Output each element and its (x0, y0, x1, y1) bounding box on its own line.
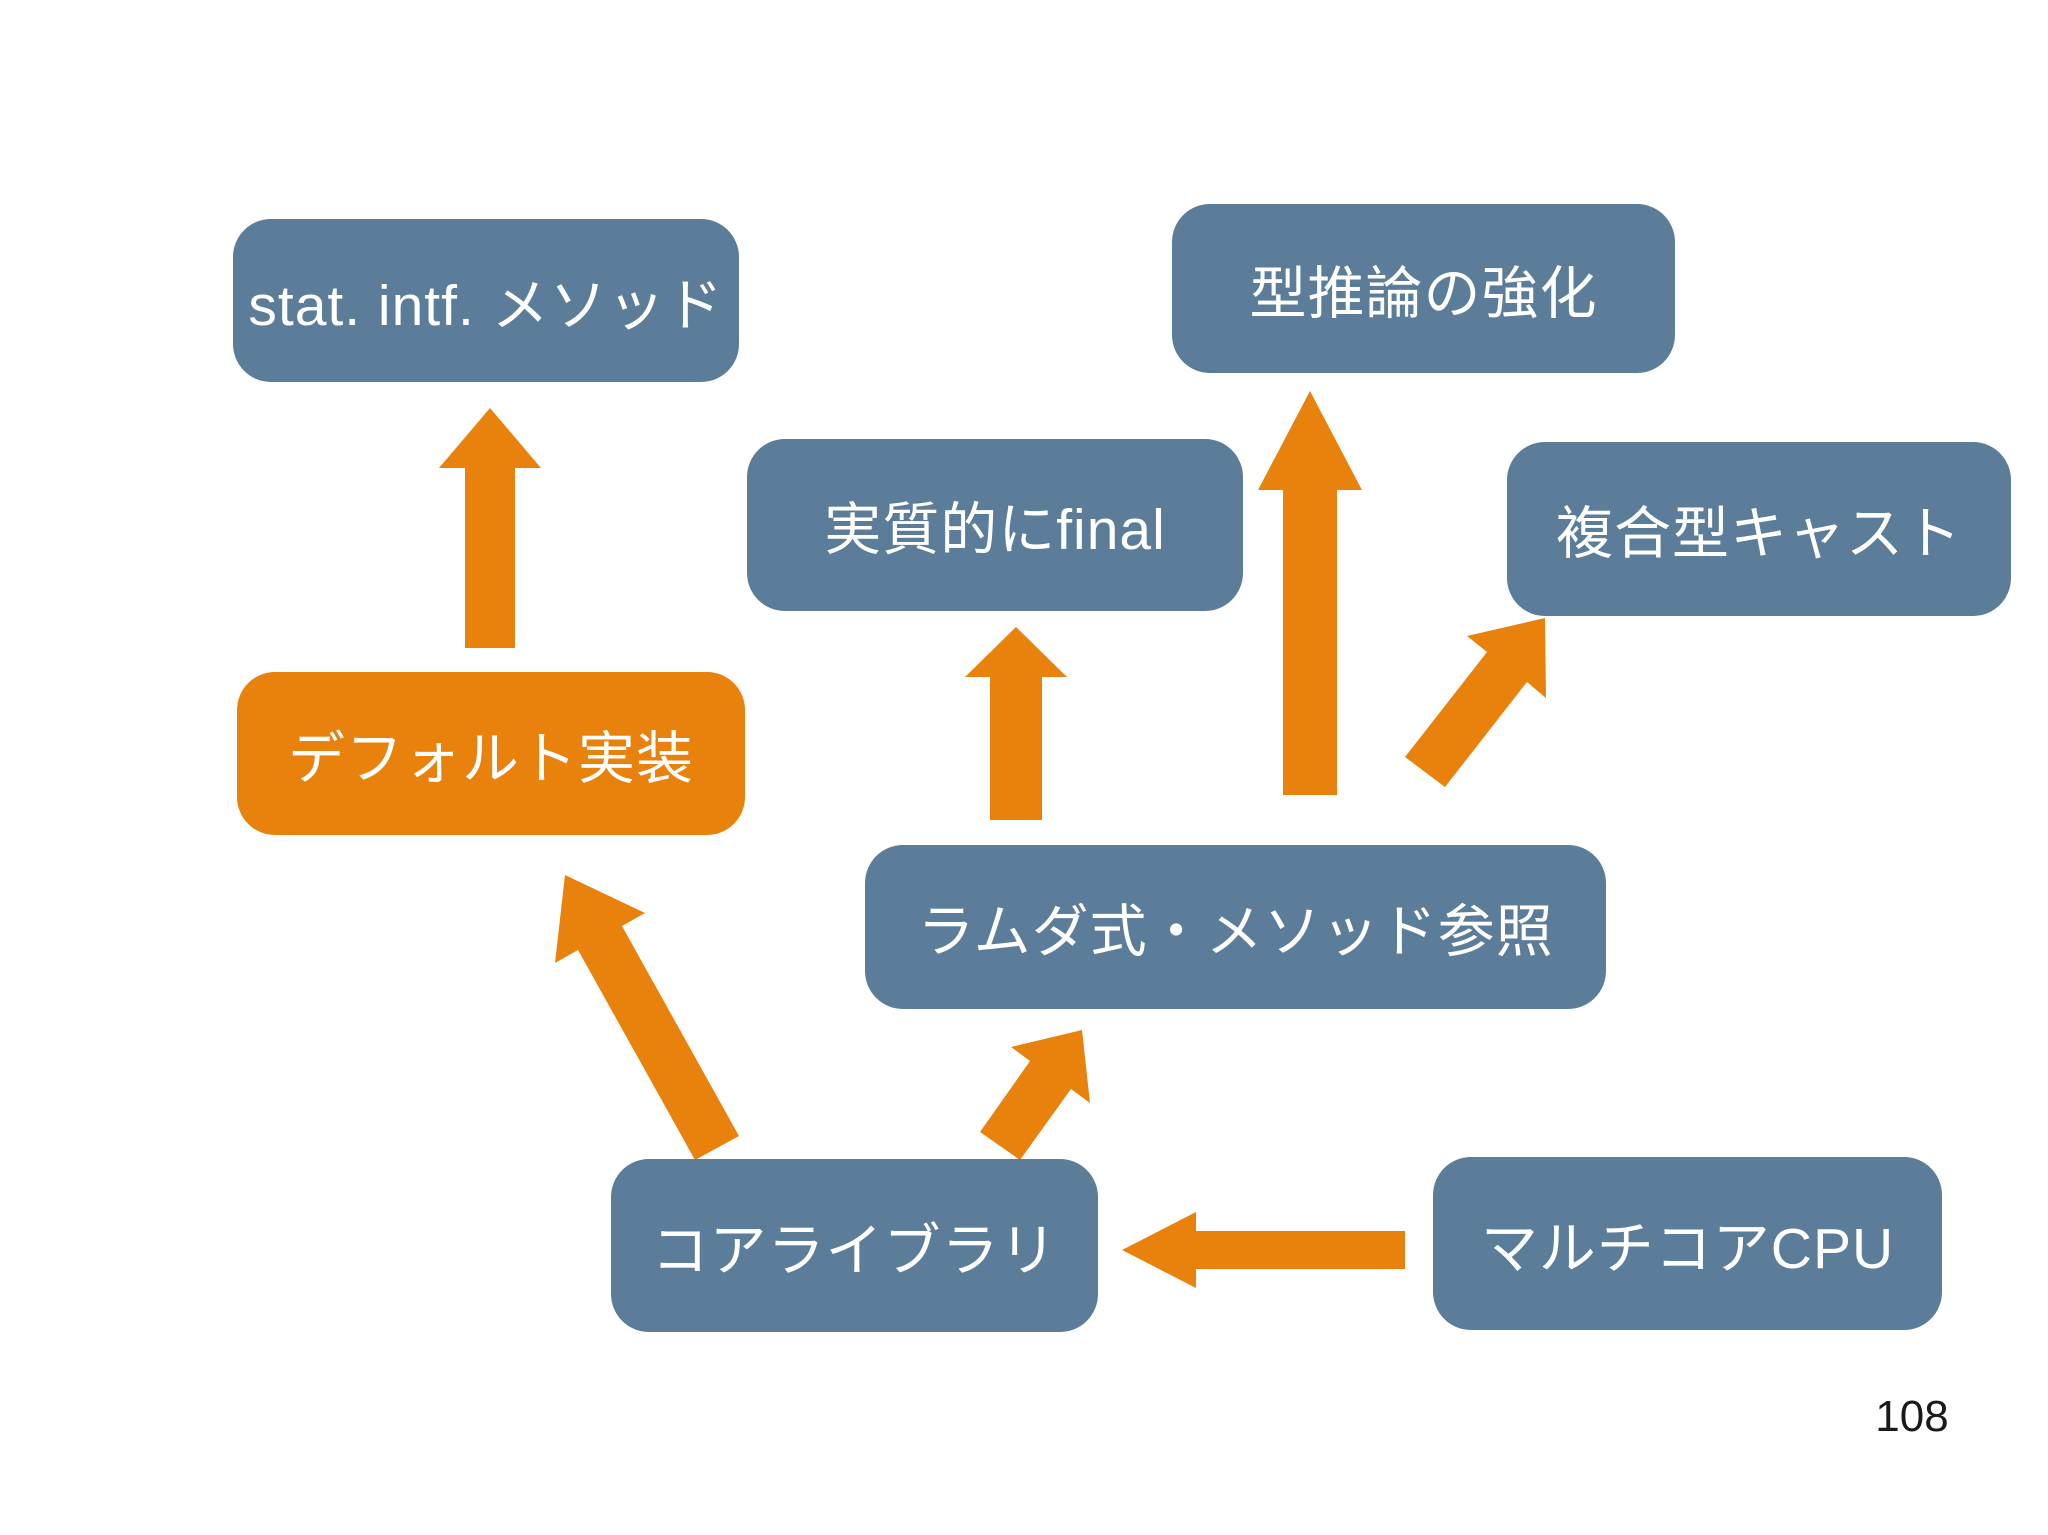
node-static-interface-methods: stat. intf. メソッド (233, 219, 739, 382)
arrow-default-implementation-to-static-interface-methods (439, 408, 541, 648)
arrow-lambda-to-effectively-final (965, 627, 1067, 820)
node-compound-type-cast: 複合型キャスト (1507, 442, 2011, 616)
node-lambda-method-reference: ラムダ式・メソッド参照 (865, 845, 1606, 1009)
node-default-implementation: デフォルト実装 (237, 672, 745, 835)
node-core-library: コアライブラリ (611, 1159, 1098, 1332)
arrow-lambda-to-type-inference (1258, 391, 1362, 795)
arrow-multicore-cpu-to-core-library (1122, 1212, 1405, 1288)
node-type-inference: 型推論の強化 (1172, 204, 1675, 373)
node-effectively-final: 実質的にfinal (747, 439, 1243, 611)
arrow-lambda-to-compound-type-cast (1405, 618, 1546, 787)
node-multicore-cpu: マルチコアCPU (1433, 1157, 1942, 1330)
arrow-core-library-to-default-implementation (555, 875, 739, 1160)
arrow-core-library-to-lambda (980, 1030, 1090, 1160)
page-number: 108 (1875, 1392, 1949, 1441)
